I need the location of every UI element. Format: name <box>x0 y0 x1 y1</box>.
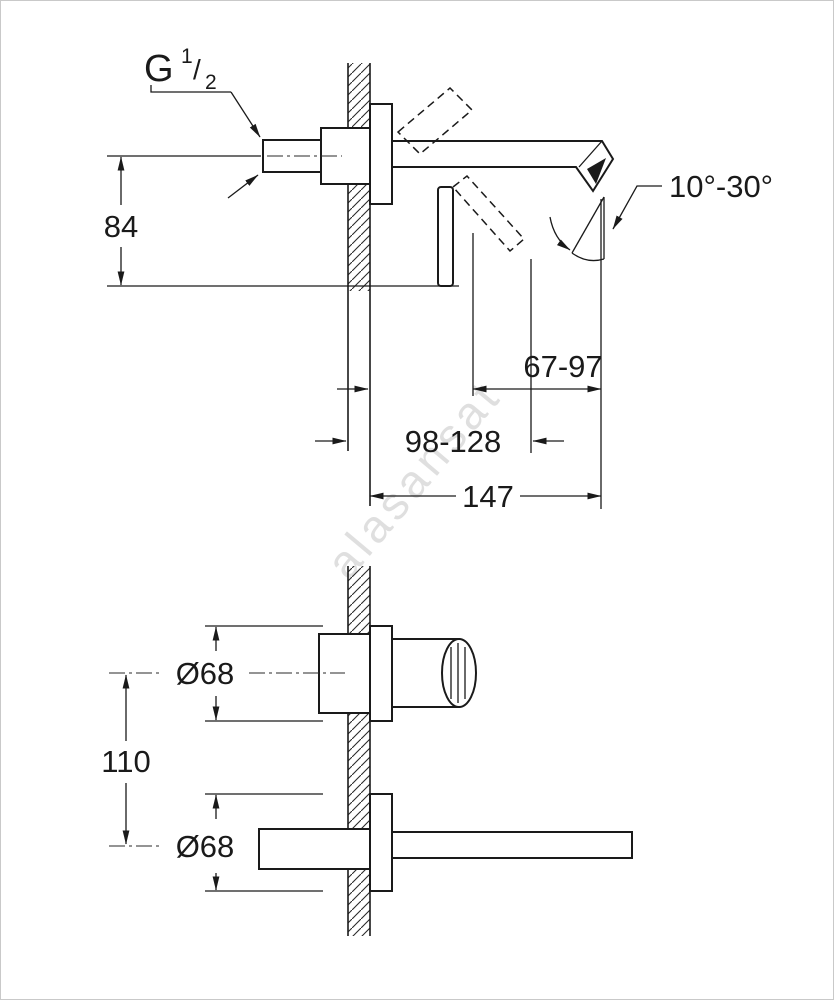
thread-size-label: G 1 / 2 <box>144 45 217 94</box>
angle-arc <box>571 252 605 262</box>
spout-alt-position <box>396 86 474 156</box>
lever-handle <box>437 186 454 287</box>
angle-range-label: 10°-30° <box>669 169 773 204</box>
spout-escutcheon <box>369 793 393 892</box>
angle-slant-line <box>571 196 605 254</box>
dim-110-label: 110 <box>101 744 150 779</box>
dia-bottom-label: Ø68 <box>176 829 235 864</box>
handle-alt-position <box>451 174 526 253</box>
dim-84-label: 84 <box>104 209 138 244</box>
handle-escutcheon <box>369 625 393 722</box>
dim-98128-label: 98-128 <box>405 424 502 459</box>
dia-top-label: Ø68 <box>176 656 235 691</box>
angle-leader <box>612 185 662 230</box>
thread-leader-bottom <box>227 174 259 199</box>
escutcheon-plate-side <box>369 103 393 205</box>
thread-bracket <box>150 85 231 93</box>
dim-147-label: 147 <box>462 479 514 514</box>
spout-profile <box>391 831 633 859</box>
side-view: 10°-30° G 1 / 2 84 67-97 <box>104 45 773 514</box>
spout-tip-nib <box>587 158 606 184</box>
spout-tip-edge <box>578 140 603 168</box>
dim-6797-label: 67-97 <box>523 349 602 384</box>
wall-hatch-bottom <box>348 566 370 936</box>
spout-concealed-pipe <box>258 828 371 870</box>
front-view: Ø68 110 Ø68 <box>101 566 633 936</box>
thread-leader-top <box>230 91 261 138</box>
knob-grip-lines <box>450 643 466 703</box>
handle-knob-end <box>441 638 477 708</box>
angle-curved-arrow <box>549 216 571 251</box>
